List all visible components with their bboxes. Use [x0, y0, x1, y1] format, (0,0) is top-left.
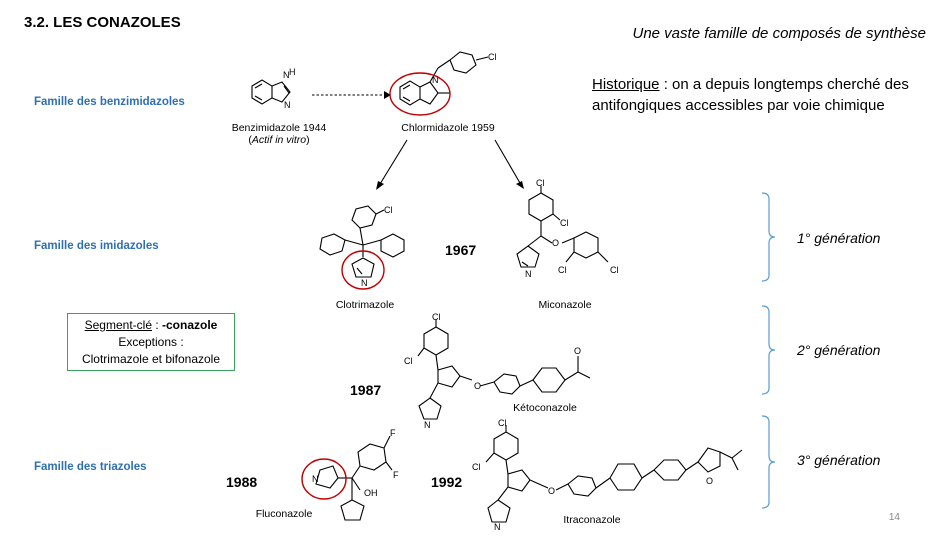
slide-title: 3.2. LES CONAZOLES [24, 14, 181, 31]
atom-nh-n: N [283, 70, 290, 80]
fluconazole-label: Fluconazole [255, 508, 313, 520]
atom-cl-chlorm: Cl [488, 52, 497, 62]
family-benzimidazoles: Famille des benzimidazoles [34, 96, 185, 108]
key-segment-label: Segment-clé [84, 318, 152, 332]
atom-o-mic: O [552, 238, 559, 248]
year-1967: 1967 [445, 242, 477, 258]
key-segment-suffix: -conazole [162, 318, 218, 332]
chlormidazole-structure [399, 51, 489, 106]
arrow-to-clotrimazole [379, 139, 408, 185]
atom-oh-fluco: OH [364, 488, 378, 498]
year-1987: 1987 [350, 382, 382, 398]
atom-n-chlorm: N [432, 75, 439, 85]
arrow-to-miconazole [494, 139, 521, 184]
atom-cl-itra1: Cl [498, 418, 507, 428]
chlormidazole-highlight [389, 72, 451, 116]
ketoconazole-label: Kétoconazole [513, 402, 577, 414]
family-imidazoles: Famille des imidazoles [34, 240, 159, 252]
atom-cl-itra2: Cl [472, 462, 481, 472]
atom-cl-mic2: Cl [560, 218, 569, 228]
miconazole-structure [516, 186, 609, 268]
atom-n-itra: N [494, 522, 501, 532]
atom-o-keto2: O [574, 346, 581, 356]
atom-o-itra2: O [706, 476, 713, 486]
atom-cl-keto1: Cl [432, 312, 441, 322]
atom-cl-mic3: Cl [558, 265, 567, 275]
generation-3: 3° génération [797, 452, 881, 468]
fluconazole-structure [315, 435, 393, 521]
fluconazole-highlight [301, 458, 347, 500]
key-segment-sep: : [152, 318, 163, 332]
benzimidazole-structure [251, 79, 291, 105]
slide-subtitle: Une vaste famille de composés de synthès… [632, 25, 927, 42]
key-segment-line2: Exceptions : [118, 335, 184, 349]
dotted-arrow-head [384, 91, 391, 99]
benzimidazole-name: Benzimidazole 1944 [231, 122, 327, 134]
atom-f-fluco2: F [393, 470, 399, 480]
generation-1: 1° génération [797, 230, 881, 246]
clotrimazole-structure [319, 205, 405, 278]
atom-n-clotri: N [361, 278, 368, 288]
itraconazole-structure [485, 425, 743, 523]
benzimidazole-label: Benzimidazole 1944 (Actif in vitro) [220, 122, 338, 146]
year-1988: 1988 [226, 474, 258, 490]
family-triazoles: Famille des triazoles [34, 461, 147, 473]
page-number: 14 [888, 512, 900, 523]
chlormidazole-label: Chlormidazole 1959 [401, 122, 495, 134]
key-segment-line1: Segment-clé : -conazole [68, 317, 234, 334]
clotrimazole-highlight [341, 250, 385, 290]
atom-o-itra: O [548, 486, 555, 496]
historique-text: : on a depuis longtemps cherché des anti… [592, 76, 909, 114]
atom-n-fluco: N [312, 474, 319, 484]
key-segment-box: Segment-clé : -conazole Exceptions : Clo… [67, 313, 235, 371]
atom-o-keto: O [474, 381, 481, 391]
generation-2: 2° génération [797, 342, 881, 358]
generation-brackets [761, 192, 776, 509]
atom-f-fluco1: F [390, 428, 396, 438]
clotrimazole-label: Clotrimazole [335, 299, 395, 311]
atom-n-mic: N [525, 269, 532, 279]
benzimidazole-note-wrap: (Actif in vitro) [248, 134, 310, 146]
atom-cl-mic1: Cl [536, 178, 545, 188]
miconazole-label: Miconazole [538, 299, 592, 311]
benzimidazole-note: Actif in vitro [251, 134, 307, 146]
atom-cl-keto2: Cl [404, 356, 413, 366]
historique-label: Historique [592, 76, 660, 93]
atom-cl-mic4: Cl [610, 265, 619, 275]
atom-nh-h: H [289, 67, 296, 77]
itraconazole-label: Itraconazole [563, 514, 621, 526]
atom-n-benz: N [284, 100, 291, 110]
atom-n-keto: N [424, 420, 431, 430]
historique-paragraph: Historique : on a depuis longtemps cherc… [592, 74, 922, 116]
atom-cl-clotri: Cl [384, 205, 393, 215]
ketoconazole-structure [417, 320, 591, 420]
key-segment-line3: Clotrimazole et bifonazole [81, 352, 221, 366]
year-1992: 1992 [431, 474, 463, 490]
